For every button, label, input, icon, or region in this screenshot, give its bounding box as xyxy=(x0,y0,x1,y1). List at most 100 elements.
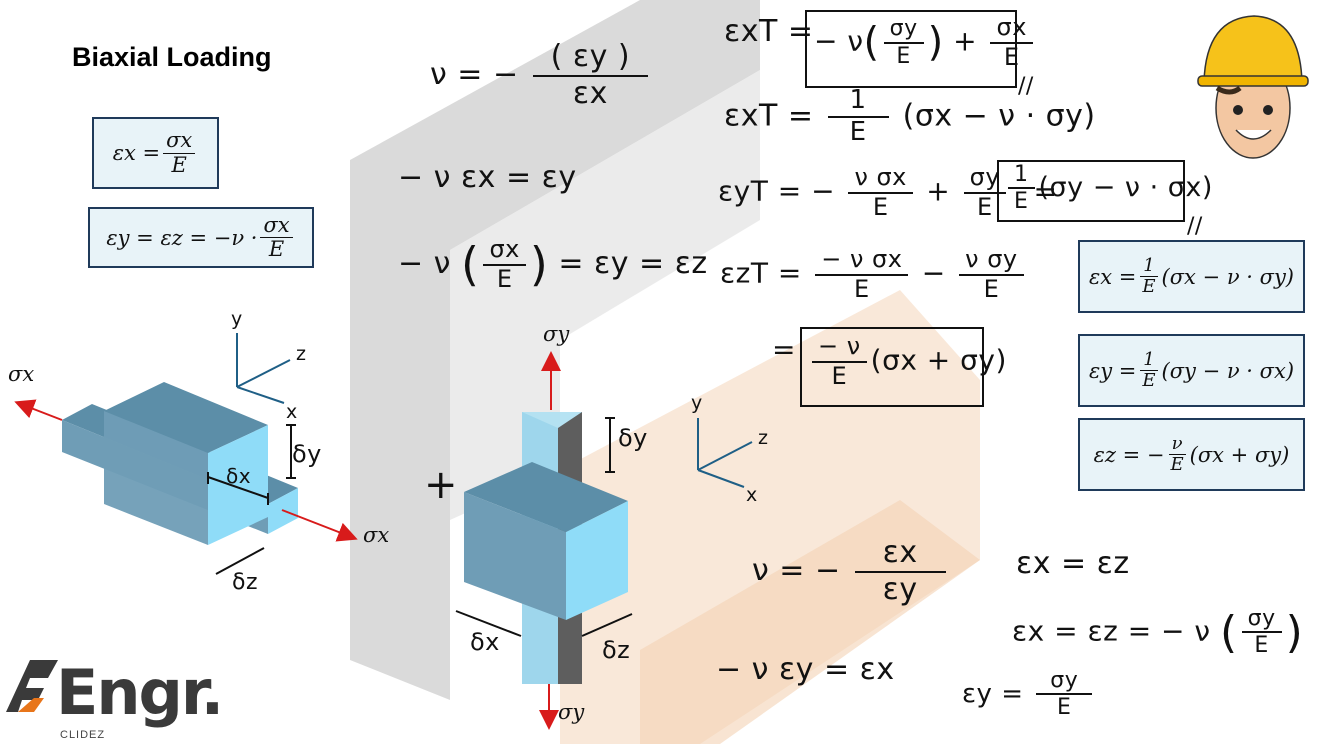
note-lhs: εzT = xyxy=(720,256,802,290)
note-num: ( εy ) xyxy=(532,39,649,77)
note-num: σy xyxy=(1036,668,1093,696)
engineer-avatar xyxy=(1197,15,1309,159)
delta-x-label-1: δx xyxy=(226,464,252,488)
dimension-marks-2 xyxy=(455,417,633,637)
sigma-y-top-label: σy xyxy=(543,322,570,346)
brand-logo-text: Engr. xyxy=(56,656,224,729)
note-num: 1 xyxy=(827,85,889,118)
formula-rest: (σx − ν · σy) xyxy=(1161,264,1295,289)
formula-num: σx xyxy=(163,129,196,154)
note-post: = εy = εz xyxy=(558,246,708,282)
formula-num: σx xyxy=(260,213,293,238)
sigma-y-bottom-label: σy xyxy=(558,700,585,724)
note-den: E xyxy=(1057,695,1072,721)
brand-subtitle: CLIDEZ xyxy=(60,729,106,741)
note-den: E xyxy=(853,274,870,303)
note-den: E xyxy=(496,264,513,293)
note-lhs: ν = − xyxy=(430,57,519,92)
formula-num: ν xyxy=(1168,434,1186,455)
note-ext-5-eq: = xyxy=(772,333,796,366)
note-pre: − ν xyxy=(398,246,451,282)
formula-lhs: εy = xyxy=(1088,358,1137,383)
note-lhs: εxT = xyxy=(724,14,814,49)
formula-den: E xyxy=(268,237,285,261)
note-num: − ν xyxy=(812,332,867,363)
note-line-2: − ν εx = εy xyxy=(398,160,577,195)
note-den: E xyxy=(896,43,911,69)
formula-num: 1 xyxy=(1140,256,1158,277)
specimen-y-loaded xyxy=(464,412,628,684)
sigma-x-left-label: σx xyxy=(8,362,35,386)
arrow-sigma-x-right xyxy=(281,509,358,542)
note-line-b2: − ν εy = εx xyxy=(716,652,895,687)
note-lhs: εy = xyxy=(962,678,1024,709)
note-den: E xyxy=(1254,633,1269,659)
note-den: εy xyxy=(882,571,918,607)
formula-lhs: εz = − xyxy=(1093,442,1165,467)
note-op: − xyxy=(921,256,946,290)
delta-z-label-2: δz xyxy=(602,636,631,664)
delta-y-label-2: δy xyxy=(618,424,648,452)
formula-den: E xyxy=(171,152,187,177)
brand-logo-mark xyxy=(6,660,58,712)
note-den: E xyxy=(1014,189,1029,215)
note-rest: (σy − ν · σx) xyxy=(1038,171,1213,203)
note-num: σy xyxy=(883,16,924,44)
note-num: ν σx xyxy=(848,163,913,194)
formula-num: 1 xyxy=(1140,350,1158,371)
axis-y-label-2: y xyxy=(691,392,703,414)
note-poisson-def-1: ν = − ( εy )εx xyxy=(430,39,652,111)
note-ext-3-box xyxy=(997,160,1185,222)
axis-triad-1 xyxy=(236,333,291,404)
note-den: E xyxy=(977,192,993,221)
note-num: σy xyxy=(1241,606,1282,634)
note-num: σx xyxy=(990,13,1033,44)
note-term: − ν xyxy=(814,24,864,58)
note-ext-1-box xyxy=(805,10,1017,88)
formula-rest: (σy − ν · σx) xyxy=(1161,358,1295,383)
note-lhs: εxT = xyxy=(724,98,814,134)
note-num: − ν σx xyxy=(815,245,909,276)
formula-lhs: εy = εz = −ν · xyxy=(106,225,258,250)
note-den: εx xyxy=(572,75,608,111)
note-num: σx xyxy=(483,235,526,266)
note-rest: (σx + σy) xyxy=(870,343,1007,377)
formula-den: E xyxy=(1142,370,1156,391)
note-den: E xyxy=(831,361,848,390)
sigma-x-right-label: σx xyxy=(363,523,390,547)
formula-den: E xyxy=(1170,454,1184,475)
note-lhs: εyT = − xyxy=(718,174,836,208)
formula-rest: (σx + σy) xyxy=(1189,442,1290,467)
note-ext-1: εxT = xyxy=(724,14,813,49)
axis-x-label-2: x xyxy=(746,484,758,506)
formula-lhs: εx = xyxy=(1088,264,1137,289)
note-den: E xyxy=(983,274,1000,303)
note-op: + xyxy=(953,24,978,58)
note-lhs: ν = − xyxy=(752,553,841,588)
delta-x-label-2: δx xyxy=(470,628,500,656)
note-op: = xyxy=(1033,174,1058,208)
note-tick-2: // xyxy=(1187,214,1203,239)
formula-lhs: εx = xyxy=(112,141,161,165)
note-tick-1: // xyxy=(1018,74,1034,99)
note-op: + xyxy=(926,174,951,208)
slide-title: Biaxial Loading xyxy=(72,42,272,72)
note-den: E xyxy=(849,116,867,147)
note-num: 1 xyxy=(1008,162,1035,190)
note-lhs: εx = εz = − ν xyxy=(1012,614,1211,648)
dimension-marks-1 xyxy=(207,424,296,575)
